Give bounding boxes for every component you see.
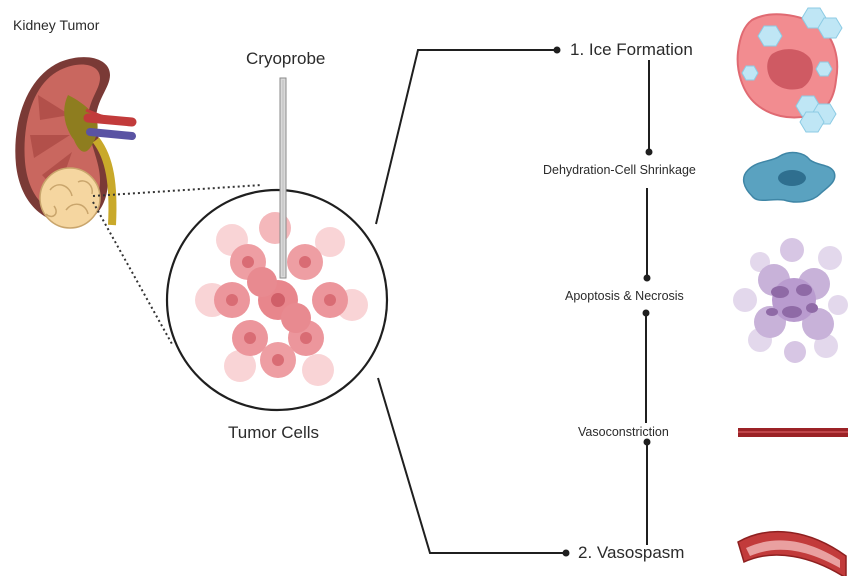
tumor-cells-label: Tumor Cells: [228, 424, 319, 441]
shrunken-cell: [744, 153, 835, 202]
tumor-cells-circle: [167, 78, 387, 410]
apoptosis-label: Apoptosis & Necrosis: [565, 290, 684, 303]
cryoprobe-label: Cryoprobe: [246, 50, 325, 67]
spasm-vessel: [738, 532, 846, 576]
ice-formation-label: 1. Ice Formation: [570, 41, 693, 58]
ice-formation-cell: [738, 8, 842, 132]
vasospasm-label: 2. Vasospasm: [578, 544, 684, 561]
kidney-tumor-label: Kidney Tumor: [13, 18, 99, 32]
dehydration-label: Dehydration-Cell Shrinkage: [543, 164, 696, 177]
cryoprobe: [280, 78, 286, 278]
vasoconstriction-label: Vasoconstriction: [578, 426, 669, 439]
kidney-tumor-mass: [40, 168, 100, 228]
kidney-illustration: [15, 57, 132, 228]
necrotic-cell: [733, 238, 848, 363]
constricted-vessel: [738, 428, 848, 437]
